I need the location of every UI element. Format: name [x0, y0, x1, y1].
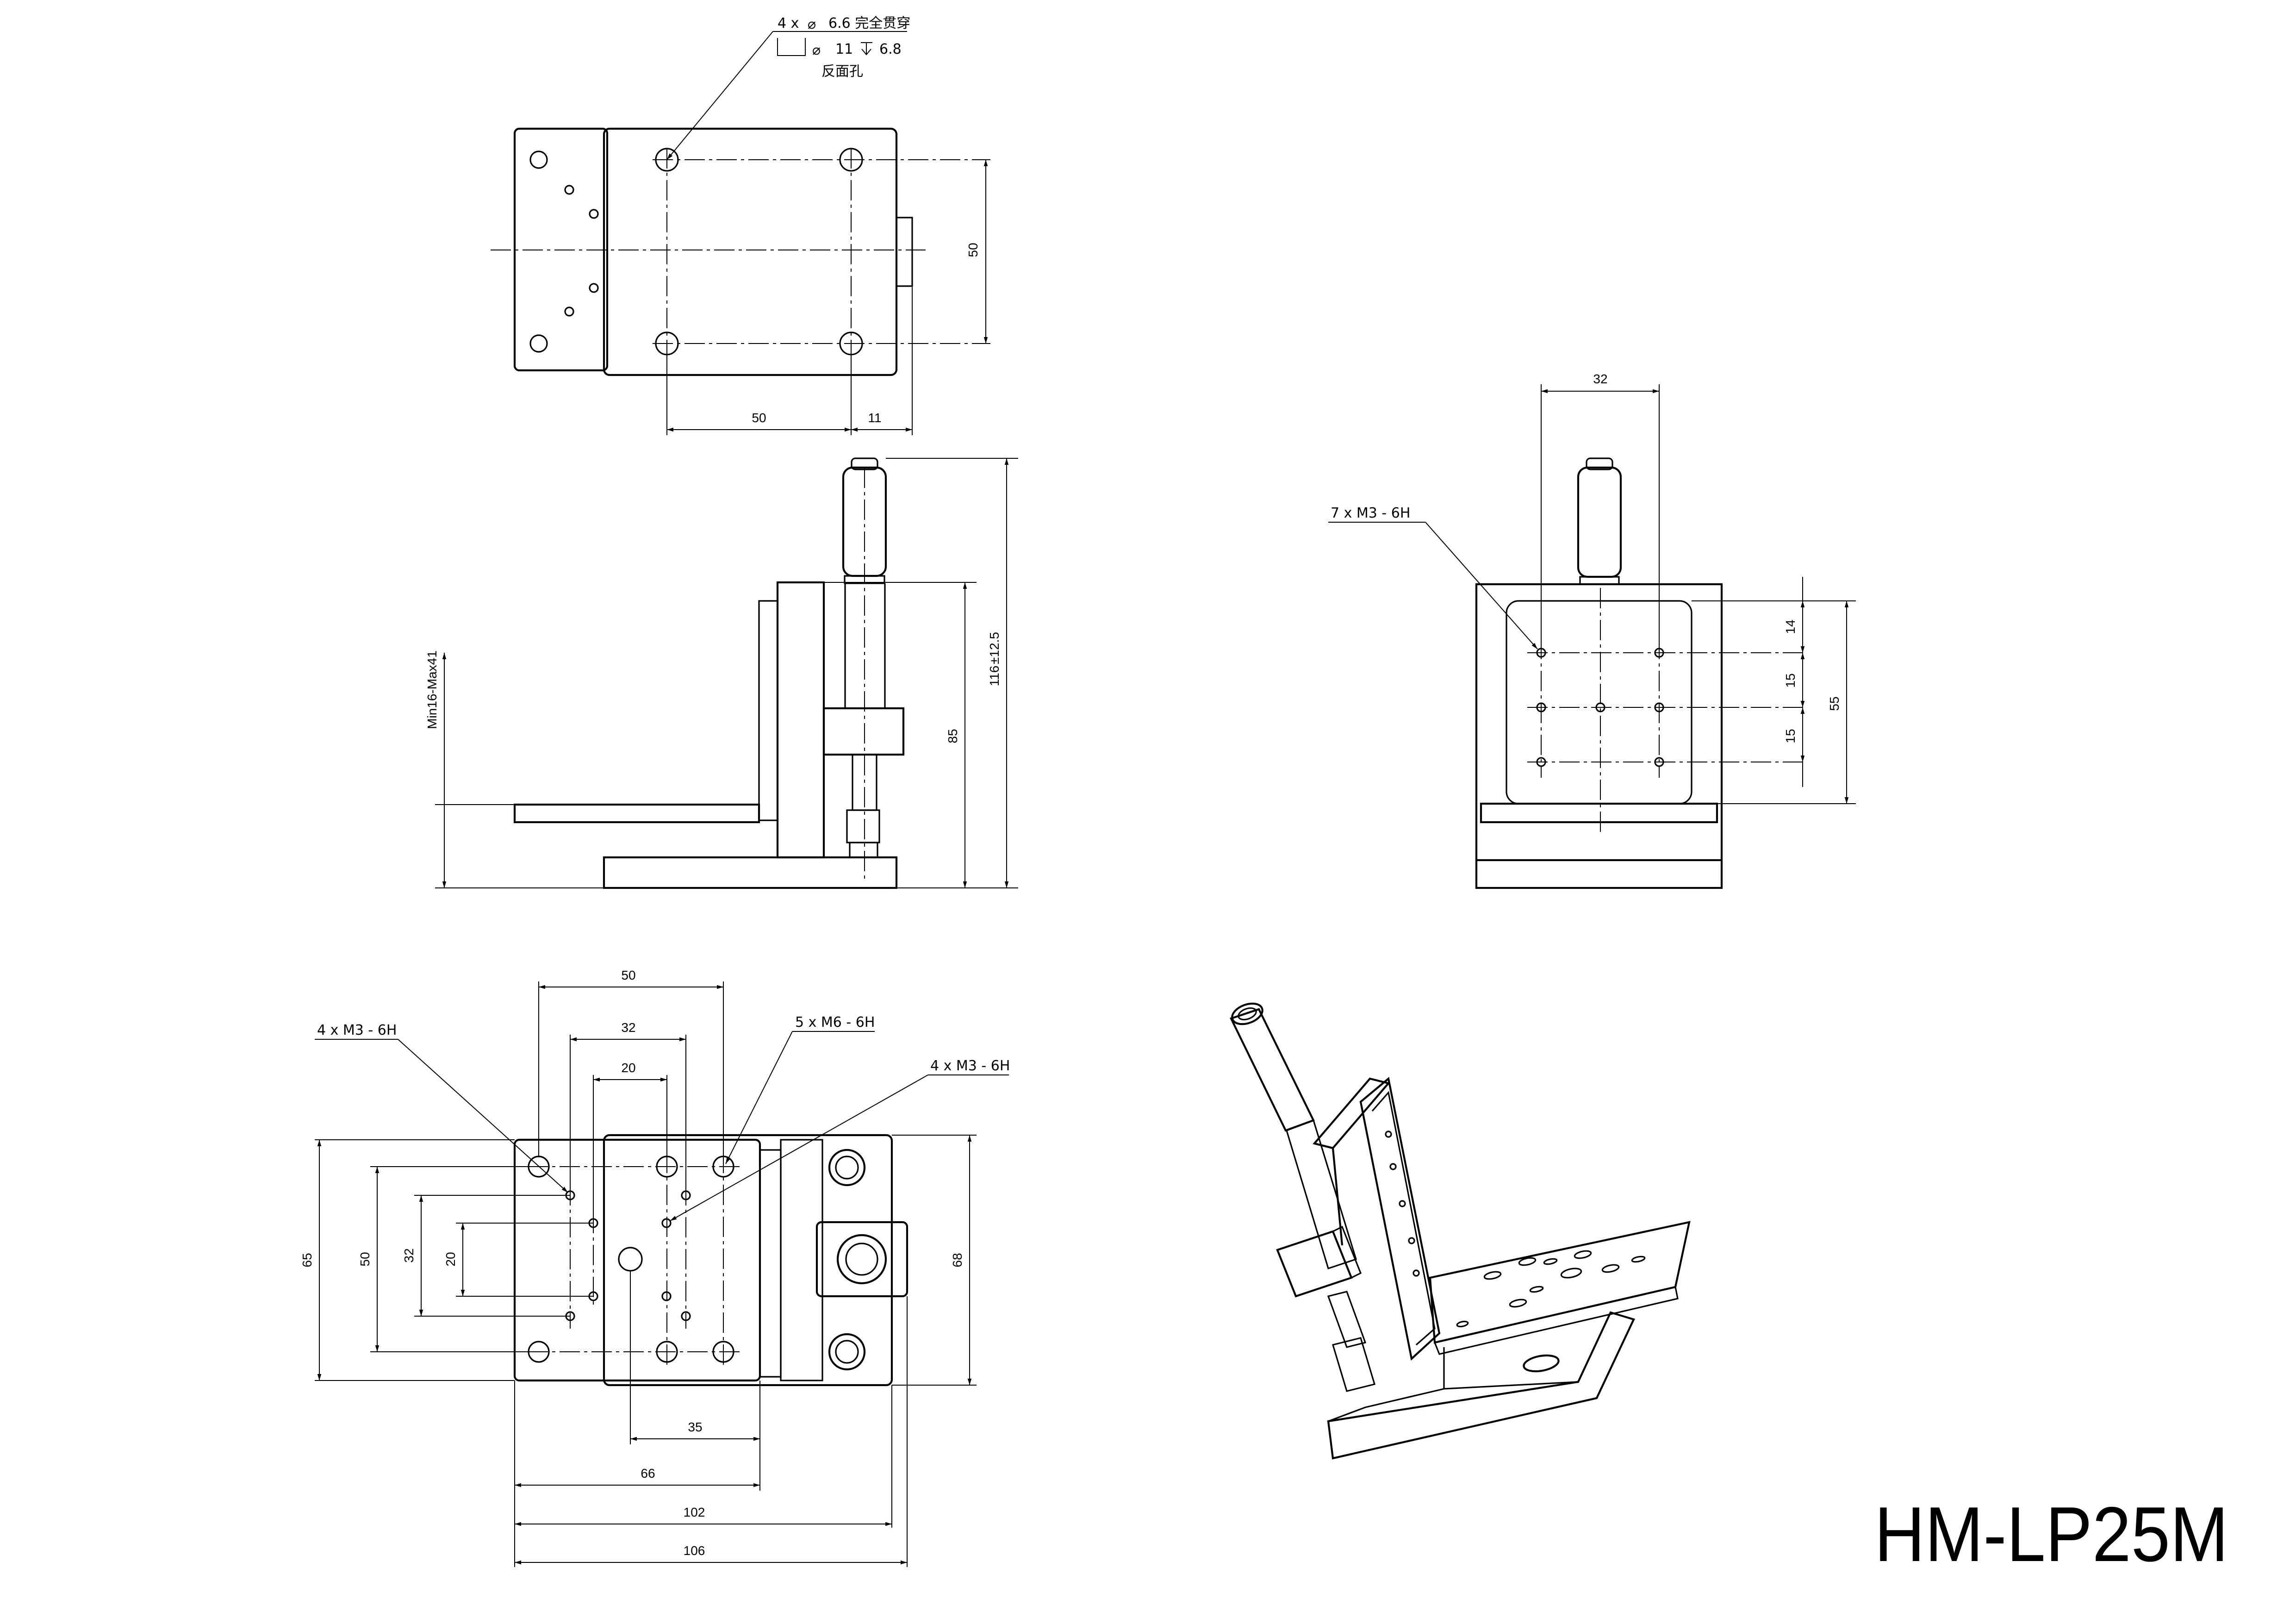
dim-32-top: 32	[621, 1020, 635, 1035]
dim-106: 106	[684, 1543, 705, 1558]
callout-right-4xm3: 4 x M3 - 6H	[930, 1058, 1010, 1074]
dim-14: 14	[1783, 619, 1798, 634]
callout-7xm3: 7 x M3 - 6H	[1331, 505, 1410, 521]
dim-15-upper: 15	[1783, 673, 1798, 687]
diameter-symbol: ⌀	[808, 16, 816, 32]
bottom-view-micrometer-mount	[815, 1221, 908, 1298]
side-view-arm	[513, 803, 760, 824]
top-view-side-plate	[513, 127, 609, 372]
front-view-mount-plate	[1506, 600, 1692, 805]
dim-travel-range: Min16-Max41	[425, 650, 439, 729]
callout-reverse-side: 反面孔	[821, 63, 863, 80]
iso-vertical-plate	[1359, 1077, 1441, 1361]
callout-mid-5xm6: 5 x M6 - 6H	[795, 1014, 875, 1031]
iso-base	[1327, 1311, 1635, 1460]
dim-116-tolerance: ±12.5	[987, 632, 1002, 664]
callout-cb-diameter: 11	[835, 41, 853, 57]
side-view-carriage	[822, 707, 905, 756]
micrometer-barrel	[1577, 466, 1622, 578]
front-view-arm	[1480, 802, 1718, 824]
dim-116: 116	[987, 666, 1002, 687]
dim-15-lower: 15	[1783, 729, 1798, 743]
counterbore-symbol	[777, 38, 806, 56]
front-view-bracket	[1475, 583, 1723, 860]
isometric-view	[1230, 1002, 1691, 1460]
dim-32-left: 32	[402, 1248, 416, 1262]
model-number: HM-LP25M	[1874, 1491, 2228, 1578]
dim-85: 85	[946, 729, 960, 743]
depth-symbol	[861, 42, 872, 56]
callout-through-hole: 6.6 完全贯穿	[828, 15, 910, 31]
front-view-base	[1475, 859, 1723, 889]
side-view-base	[603, 856, 898, 889]
dim-35: 35	[688, 1420, 702, 1434]
dim-50-vertical: 50	[966, 243, 980, 257]
iso-micrometer-barrel	[1230, 1008, 1315, 1132]
dim-65: 65	[300, 1253, 314, 1267]
dim-50-horizontal: 50	[752, 411, 766, 425]
dim-68: 68	[950, 1253, 964, 1267]
dim-50-left: 50	[358, 1252, 372, 1266]
bottom-view: 50 32 20 65 50 32 20 68 35 66	[300, 968, 1010, 1567]
dim-50-top: 50	[621, 968, 635, 982]
iso-arm-plate	[1429, 1221, 1691, 1344]
front-view: 32 14 15 15 55 7 x M3 - 6H	[1328, 372, 1856, 889]
side-view-column	[776, 581, 825, 859]
bottom-view-outer	[603, 1134, 893, 1387]
dim-11: 11	[868, 411, 881, 425]
top-view-micrometer-stub	[896, 217, 913, 287]
top-view: 50 11 50 4 x ⌀ 6.6 完全贯穿 ⌀ 11 6.8 反面孔	[491, 15, 990, 435]
diameter-symbol: ⌀	[812, 42, 821, 58]
callout-cb-depth: 6.8	[879, 41, 902, 57]
side-view: 116 ±12.5 85 Min16-Max41	[425, 457, 1018, 889]
dim-32: 32	[1593, 372, 1607, 386]
dim-55: 55	[1827, 696, 1842, 711]
dim-20-top: 20	[621, 1061, 635, 1075]
dim-66: 66	[641, 1466, 655, 1480]
dim-102: 102	[684, 1505, 705, 1519]
callout-hole-count: 4 x	[778, 15, 799, 31]
callout-left-4xm3: 4 x M3 - 6H	[317, 1022, 397, 1038]
top-view-main-plate	[603, 127, 898, 376]
dim-20-left: 20	[443, 1252, 458, 1266]
side-view-guide	[758, 600, 778, 821]
